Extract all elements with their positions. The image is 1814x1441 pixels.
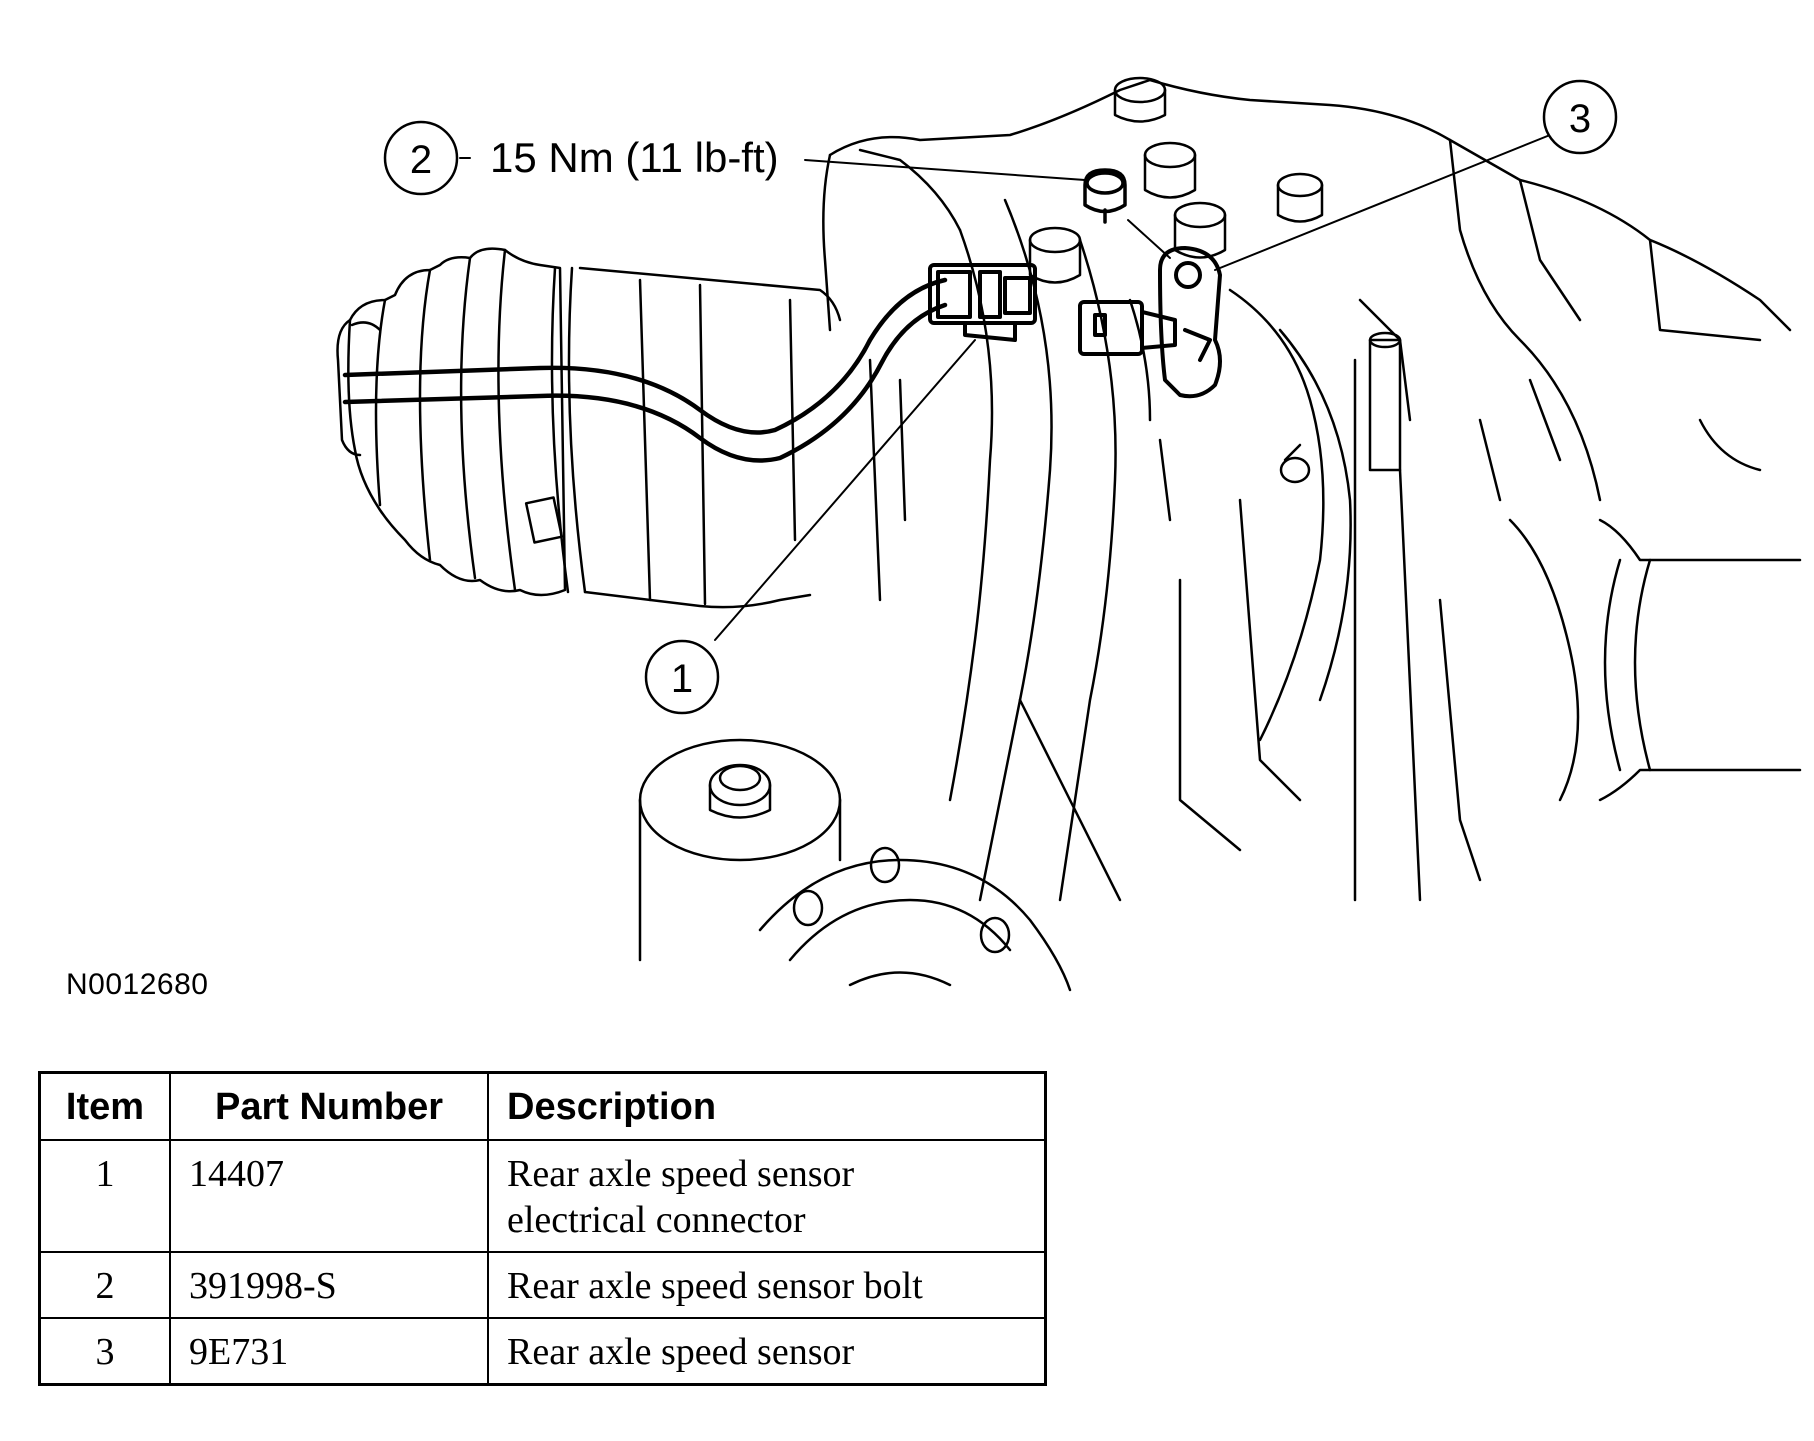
callout-1: 1 (644, 639, 720, 715)
header-part-number: Part Number (169, 1071, 489, 1141)
cell-item: 1 (38, 1139, 171, 1253)
header-description: Description (487, 1071, 1047, 1141)
pinion-flange (638, 738, 1072, 992)
header-item: Item (38, 1071, 171, 1141)
left-axle-boot (336, 247, 842, 609)
table-row: 2 391998-S Rear axle speed sensor bolt (38, 1251, 1047, 1319)
cell-part-number: 391998-S (169, 1251, 489, 1319)
description-line: Rear axle speed sensor (507, 1331, 855, 1373)
description-line: electrical connector (507, 1199, 806, 1241)
table-row: 1 14407 Rear axle speed sensor electrica… (38, 1139, 1047, 1253)
cell-part-number: 14407 (169, 1139, 489, 1253)
cell-item: 3 (38, 1317, 171, 1386)
parts-table: Item Part Number Description 1 14407 Rea… (38, 1071, 1047, 1386)
table-header-row: Item Part Number Description (38, 1071, 1047, 1141)
sensor-bolt-2 (1083, 168, 1127, 224)
cell-description: Rear axle speed sensor electrical connec… (487, 1139, 1047, 1253)
cell-description: Rear axle speed sensor bolt (487, 1251, 1047, 1319)
rear-axle-illustration: 1 2 3 (336, 76, 1802, 992)
sensor-harness-wire (342, 277, 948, 463)
callout-1-number: 1 (671, 657, 693, 701)
cell-part-number: 9E731 (169, 1317, 489, 1386)
cell-item: 2 (38, 1251, 171, 1319)
figure-id: N0012680 (66, 968, 209, 1001)
cell-description: Rear axle speed sensor (487, 1317, 1047, 1386)
description-line: Rear axle speed sensor (507, 1153, 855, 1195)
differential-housing (822, 76, 1802, 902)
leader-lines (459, 134, 1551, 641)
callout-2: 2 (383, 120, 459, 196)
callout-3-number: 3 (1569, 97, 1591, 141)
table-row: 3 9E731 Rear axle speed sensor (38, 1317, 1047, 1386)
speed-sensor-connector (1078, 300, 1177, 356)
description-line: Rear axle speed sensor bolt (507, 1265, 923, 1307)
torque-spec-label: 15 Nm (11 lb-ft) (490, 134, 779, 181)
callout-2-number: 2 (410, 138, 432, 182)
callout-3: 3 (1542, 79, 1618, 155)
speed-sensor-3 (1158, 246, 1222, 399)
electrical-connector-1 (928, 263, 1037, 342)
